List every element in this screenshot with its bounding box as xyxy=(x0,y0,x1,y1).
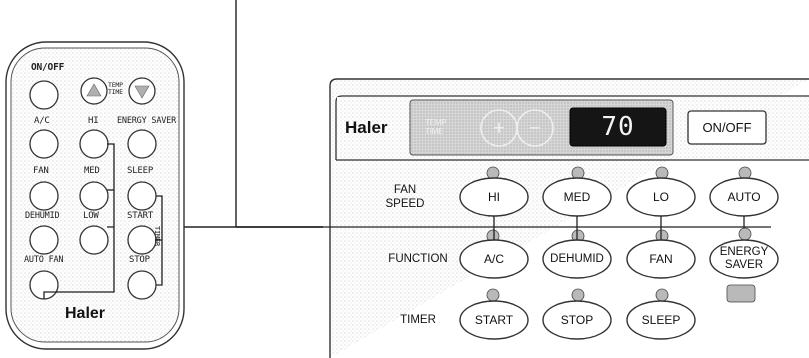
panel-stop-label: STOP xyxy=(560,313,594,327)
panel-start-label: START xyxy=(474,313,514,327)
panel-auto-label: AUTO xyxy=(727,190,761,204)
remote-sleep-button[interactable] xyxy=(127,181,157,211)
remote-ac-label: A/C xyxy=(34,116,50,126)
temp-up-arrow-icon xyxy=(86,83,102,97)
control-panel: + − xyxy=(323,78,809,358)
panel-ac-label: A/C xyxy=(483,252,505,266)
remote-start-button[interactable] xyxy=(127,225,157,255)
remote-med-label: MED xyxy=(84,166,100,176)
panel-dehumid-label: DEHUMID xyxy=(550,253,604,265)
timer-row-label: TIMER xyxy=(400,314,436,326)
panel-energy-saver-label: ENERGY SAVER xyxy=(719,246,769,271)
remote-stop-button[interactable] xyxy=(127,270,157,300)
panel-med-label: MED xyxy=(563,190,591,204)
panel-onoff-button[interactable] xyxy=(687,110,767,145)
panel-fan-label: FAN xyxy=(649,252,673,266)
remote-temp-time-label: TEMP TIME xyxy=(108,81,123,96)
remote-stop-label: STOP xyxy=(129,255,150,265)
panel-temp-time-label: TEMP TIME xyxy=(425,118,447,136)
energy-saver-indicator xyxy=(726,284,756,303)
panel-sleep-label: SLEEP xyxy=(641,313,681,327)
remote-control xyxy=(5,41,185,350)
remote-energy-saver-button[interactable] xyxy=(127,129,157,159)
remote-med-button[interactable] xyxy=(79,181,109,211)
panel-sleep-button[interactable] xyxy=(626,300,696,340)
temp-down-arrow-icon xyxy=(134,85,150,99)
function-row-label: FUNCTION xyxy=(388,253,448,265)
remote-timer-label: TIMER xyxy=(153,226,161,247)
remote-hi-label: HI xyxy=(88,116,99,126)
remote-ac-button[interactable] xyxy=(29,129,59,159)
remote-onoff-label: ON/OFF xyxy=(31,62,65,73)
minus-icon: − xyxy=(528,118,541,137)
lcd-display xyxy=(569,107,667,147)
panel-start-button[interactable] xyxy=(459,300,529,340)
remote-onoff-button[interactable] xyxy=(29,80,59,110)
remote-sleep-label: SLEEP xyxy=(127,166,154,176)
remote-low-button[interactable] xyxy=(79,225,109,255)
remote-start-label: START xyxy=(127,211,154,221)
remote-brand-logo: Haler xyxy=(65,305,106,322)
remote-fan-label: FAN xyxy=(33,166,49,176)
remote-fan-button[interactable] xyxy=(29,181,59,211)
remote-dehumid-button[interactable] xyxy=(29,225,59,255)
lcd-display-value: 70 xyxy=(601,112,635,142)
plus-icon: + xyxy=(492,118,505,137)
remote-energy-saver-label: ENERGY SAVER xyxy=(117,116,177,126)
remote-auto-fan-label: AUTO FAN xyxy=(24,255,64,265)
panel-brand-logo: Haler xyxy=(345,118,388,137)
panel-energy-saver-button[interactable] xyxy=(709,239,779,279)
panel-stop-button[interactable] xyxy=(542,300,612,340)
panel-hi-label: HI xyxy=(488,190,500,204)
remote-low-label: LOW xyxy=(83,211,99,221)
panel-lo-label: LO xyxy=(652,190,670,204)
panel-onoff-label: ON/OFF xyxy=(702,120,752,135)
panel-temp-down-button[interactable] xyxy=(516,109,554,147)
remote-hi-button[interactable] xyxy=(79,129,109,159)
remote-dehumid-label: DEHUMID xyxy=(25,211,60,221)
fan-speed-row-label: FAN SPEED xyxy=(385,184,425,210)
